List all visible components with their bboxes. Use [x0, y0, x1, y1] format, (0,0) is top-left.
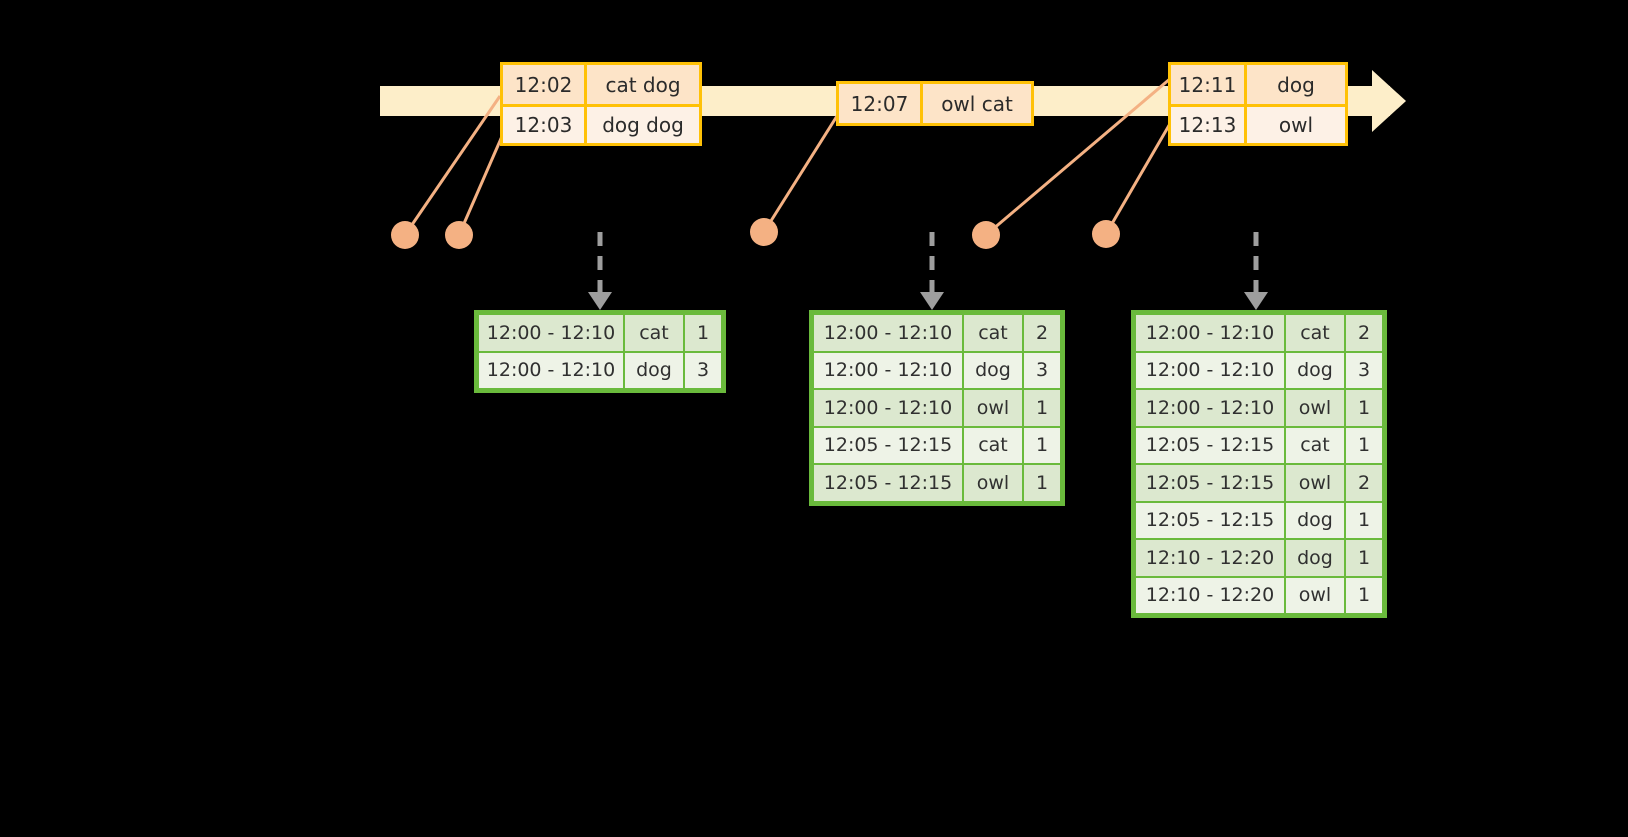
event-words: owl [1247, 107, 1345, 143]
table-cell-window: 12:05 - 12:15 [1136, 427, 1284, 463]
event-words: cat dog [587, 65, 699, 104]
table-cell-word: dog [1286, 540, 1344, 576]
table-cell-count: 2 [1346, 315, 1382, 351]
table-cell-word: cat [964, 427, 1022, 463]
event-row: 12:07 owl cat [839, 84, 1031, 123]
event-row: 12:13 owl [1171, 104, 1345, 143]
table-cell-count: 1 [1024, 427, 1060, 463]
table-cell-count: 1 [1346, 577, 1382, 613]
table-cell-word: dog [964, 352, 1022, 388]
event-time: 12:03 [503, 107, 587, 143]
table-cell-window: 12:05 - 12:15 [814, 427, 962, 463]
event-box-3[interactable]: 12:11 dog 12:13 owl [1168, 62, 1348, 146]
leader-line-1 [403, 95, 502, 236]
table-cell-word: cat [964, 315, 1022, 351]
table-cell-count: 1 [1346, 502, 1382, 538]
table-cell-word: owl [1286, 577, 1344, 613]
dashed-arrow-head-1 [588, 292, 612, 310]
table-cell-word: owl [1286, 465, 1344, 501]
event-row: 12:03 dog dog [503, 104, 699, 143]
table-cell-count: 3 [1346, 352, 1382, 388]
table-cell-count: 1 [685, 315, 721, 351]
table-cell-count: 1 [1346, 427, 1382, 463]
table-cell-count: 1 [1024, 390, 1060, 426]
table-cell-word: cat [625, 315, 683, 351]
leader-line-5 [1104, 121, 1173, 235]
event-words: dog dog [587, 107, 699, 143]
table-cell-count: 2 [1346, 465, 1382, 501]
table-cell-word: cat [1286, 315, 1344, 351]
table-cell-count: 1 [1346, 390, 1382, 426]
table-cell-window: 12:00 - 12:10 [479, 315, 623, 351]
dashed-arrow-head-3 [1244, 292, 1268, 310]
leader-line-3 [762, 115, 839, 233]
table-cell-count: 3 [1024, 352, 1060, 388]
event-time: 12:07 [839, 84, 923, 123]
table-cell-count: 3 [685, 352, 721, 388]
event-row: 12:02 cat dog [503, 65, 699, 104]
leader-line-2 [457, 133, 505, 236]
event-box-2[interactable]: 12:07 owl cat [836, 81, 1034, 126]
table-cell-count: 1 [1346, 540, 1382, 576]
table-cell-window: 12:00 - 12:10 [814, 315, 962, 351]
table-cell-window: 12:00 - 12:10 [1136, 315, 1284, 351]
event-row: 12:11 dog [1171, 65, 1345, 104]
event-box-1[interactable]: 12:02 cat dog 12:03 dog dog [500, 62, 702, 146]
table-cell-word: cat [1286, 427, 1344, 463]
stream-dot-3 [750, 218, 778, 246]
table-cell-word: owl [1286, 390, 1344, 426]
table-cell-word: owl [964, 390, 1022, 426]
table-cell-count: 2 [1024, 315, 1060, 351]
table-cell-word: dog [1286, 352, 1344, 388]
table-cell-window: 12:10 - 12:20 [1136, 540, 1284, 576]
table-cell-window: 12:05 - 12:15 [1136, 502, 1284, 538]
table-cell-window: 12:10 - 12:20 [1136, 577, 1284, 613]
table-cell-window: 12:00 - 12:10 [814, 352, 962, 388]
stream-dot-4 [972, 221, 1000, 249]
event-time: 12:11 [1171, 65, 1247, 104]
dashed-arrow-head-2 [920, 292, 944, 310]
event-time: 12:02 [503, 65, 587, 104]
event-words: dog [1247, 65, 1345, 104]
table-cell-window: 12:00 - 12:10 [814, 390, 962, 426]
table-cell-window: 12:05 - 12:15 [1136, 465, 1284, 501]
table-cell-window: 12:00 - 12:10 [479, 352, 623, 388]
table-cell-word: dog [1286, 502, 1344, 538]
stream-dot-2 [445, 221, 473, 249]
stream-dot-1 [391, 221, 419, 249]
table-cell-window: 12:05 - 12:15 [814, 465, 962, 501]
table-cell-window: 12:00 - 12:10 [1136, 390, 1284, 426]
event-words: owl cat [923, 84, 1031, 123]
timeline-arrow-head [1372, 70, 1406, 132]
table-cell-word: owl [964, 465, 1022, 501]
table-cell-word: dog [625, 352, 683, 388]
table-cell-window: 12:00 - 12:10 [1136, 352, 1284, 388]
stream-dot-5 [1092, 220, 1120, 248]
event-time: 12:13 [1171, 107, 1247, 143]
table-cell-count: 1 [1024, 465, 1060, 501]
